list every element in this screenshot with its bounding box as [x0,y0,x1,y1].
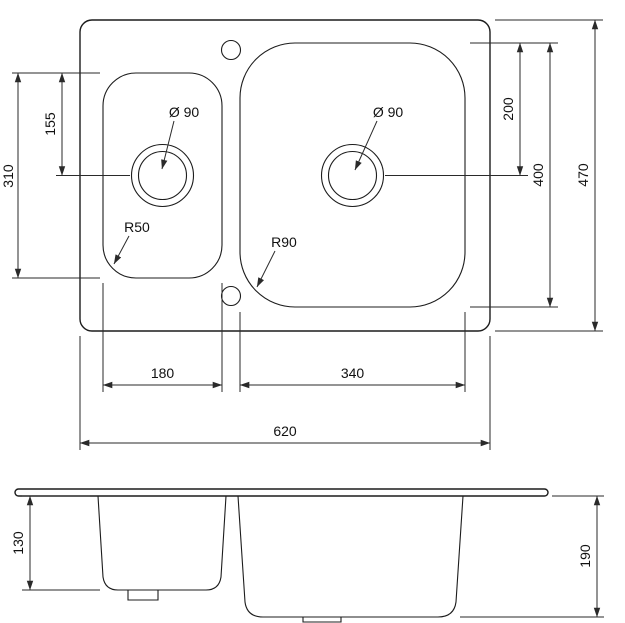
dim-left-bowl-depth: 130 [10,495,100,591]
label-diameter-right: Ø 90 [373,104,404,120]
label-left-drain-diameter: Ø 90 [161,104,200,170]
dim-left-bowl-width: 180 [102,283,223,392]
dim-right-bowl-width: 340 [239,312,466,392]
countertop-rim-profile [14,488,549,497]
dim-right-bowl-length: 400 [470,42,558,308]
tap-hole [220,39,242,61]
dim-label-470: 470 [575,163,591,187]
dim-right-bowl-depth: 190 [460,495,604,618]
right-drain-outer-circle [320,143,385,208]
dim-left-bowl-length: 310 [0,72,100,279]
dim-label-190: 190 [577,544,593,568]
right-drain-stub [302,617,342,623]
overflow-hole [220,285,242,307]
dim-label-620: 620 [273,423,297,439]
leader-line [113,235,130,265]
side-view [14,488,549,623]
leader-line [256,250,276,288]
right-bowl-profile [237,495,464,618]
left-drain-stub [127,590,159,601]
dim-right-bowl-top-to-drain: 200 [385,42,558,176]
dim-label-180: 180 [151,365,175,381]
dim-overall-width: 620 [79,336,491,450]
dim-label-200: 200 [500,97,516,121]
label-r90: R90 [271,234,297,250]
left-bowl-profile [97,495,227,591]
label-right-corner-radius: R90 [256,234,297,288]
dim-label-155: 155 [42,112,58,136]
label-r50: R50 [124,219,150,235]
dim-label-310: 310 [0,164,16,188]
label-diameter-left: Ø 90 [169,104,200,120]
right-drain-inner-circle [327,150,378,201]
dim-label-130: 130 [10,531,26,555]
dim-label-340: 340 [341,365,365,381]
label-right-drain-diameter: Ø 90 [354,104,404,171]
left-drain-inner-circle [137,150,188,201]
dim-overall-depth: 470 [495,19,603,332]
left-drain-outer-circle [130,143,195,208]
label-left-corner-radius: R50 [113,219,150,265]
dim-label-400: 400 [530,163,546,187]
leader-line [161,120,175,170]
dim-left-bowl-top-to-drain: 155 [12,72,130,176]
leader-line [354,120,378,171]
